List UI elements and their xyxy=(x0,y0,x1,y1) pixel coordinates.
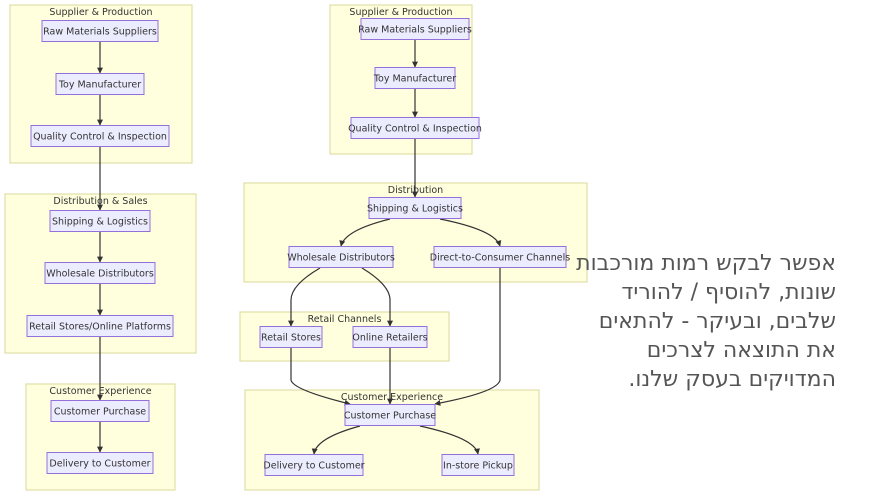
node-label: Quality Control & Inspection xyxy=(33,132,167,143)
node-label: Customer Purchase xyxy=(344,411,436,422)
right-edge-arrow xyxy=(311,425,361,455)
node-label: Delivery to Customer xyxy=(49,459,150,470)
node-label: Raw Materials Suppliers xyxy=(358,25,472,36)
node-box xyxy=(441,454,515,476)
node-label: Direct-to-Consumer Channels xyxy=(430,253,570,264)
right-node-customer-purchase: Customer Purchase xyxy=(344,404,436,426)
node-box xyxy=(374,67,456,89)
node-label: Toy Manufacturer xyxy=(373,74,456,85)
right-edge-arrow xyxy=(434,268,501,406)
node-label: Customer Purchase xyxy=(54,407,146,418)
node-label: Shipping & Logistics xyxy=(52,217,148,228)
node-box xyxy=(44,262,156,284)
cluster-title: Supplier & Production xyxy=(349,7,452,18)
node-label: In-store Pickup xyxy=(443,461,513,472)
right-edge-arrow xyxy=(419,425,480,455)
right-edge-arrow xyxy=(339,218,391,247)
node-label: Wholesale Distributors xyxy=(46,269,154,280)
node-box xyxy=(26,315,174,337)
left-node-customer-purchase: Customer Purchase xyxy=(50,400,150,422)
left-node-quality-control-inspection: Quality Control & Inspection xyxy=(30,125,170,147)
node-box xyxy=(350,117,480,139)
cluster-title: Supplier & Production xyxy=(49,7,152,18)
node-box xyxy=(41,20,159,42)
right-node-shipping-logistics: Shipping & Logistics xyxy=(367,197,463,219)
right-node-wholesale-distributors: Wholesale Distributors xyxy=(287,246,395,268)
right-edge-arrow xyxy=(439,218,502,247)
node-box xyxy=(264,454,364,476)
right-edge-arrow xyxy=(290,348,351,406)
node-label: Shipping & Logistics xyxy=(367,204,463,215)
node-box xyxy=(352,326,428,348)
cluster-title: Retail Channels xyxy=(308,314,382,325)
left-node-shipping-logistics: Shipping & Logistics xyxy=(49,210,151,232)
node-label: Retail Stores/Online Platforms xyxy=(29,322,171,333)
node-box xyxy=(49,210,151,232)
right-node-delivery-to-customer: Delivery to Customer xyxy=(263,454,365,476)
node-box xyxy=(360,18,470,40)
right-node-online-retailers: Online Retailers xyxy=(352,326,428,348)
right-node-in-store-pickup: In-store Pickup xyxy=(441,454,515,476)
node-box xyxy=(46,452,154,474)
node-box xyxy=(433,246,567,268)
node-label: Retail Stores xyxy=(261,333,321,344)
node-label: Wholesale Distributors xyxy=(287,253,395,264)
left-node-raw-materials-suppliers: Raw Materials Suppliers xyxy=(41,20,159,42)
left-node-wholesale-distributors: Wholesale Distributors xyxy=(44,262,156,284)
right-node-raw-materials-suppliers: Raw Materials Suppliers xyxy=(358,18,472,40)
right-node-quality-control-inspection: Quality Control & Inspection xyxy=(348,117,482,139)
node-label: Toy Manufacturer xyxy=(58,80,141,91)
node-label: Quality Control & Inspection xyxy=(348,124,482,135)
node-box xyxy=(30,125,170,147)
node-box xyxy=(368,197,462,219)
right-node-toy-manufacturer: Toy Manufacturer xyxy=(373,67,456,89)
node-label: Delivery to Customer xyxy=(263,461,364,472)
cluster-title: Customer Experience xyxy=(341,392,443,403)
right-node-direct-to-consumer-channels: Direct-to-Consumer Channels xyxy=(430,246,570,268)
right-edge-arrow xyxy=(361,267,393,327)
right-edge-arrow xyxy=(288,267,321,327)
node-label: Online Retailers xyxy=(352,333,427,344)
left-node-retail-stores-online-platforms: Retail Stores/Online Platforms xyxy=(26,315,174,337)
node-box xyxy=(288,246,394,268)
node-box xyxy=(259,326,323,348)
left-node-toy-manufacturer: Toy Manufacturer xyxy=(55,73,145,95)
node-box xyxy=(344,404,436,426)
node-box xyxy=(55,73,145,95)
caption-text: אפשר לבקש רמות מורכבות שונות, להוסיף / ל… xyxy=(576,251,836,392)
node-box xyxy=(50,400,150,422)
right-node-retail-stores: Retail Stores xyxy=(259,326,323,348)
node-label: Raw Materials Suppliers xyxy=(43,27,157,38)
left-node-delivery-to-customer: Delivery to Customer xyxy=(46,452,154,474)
